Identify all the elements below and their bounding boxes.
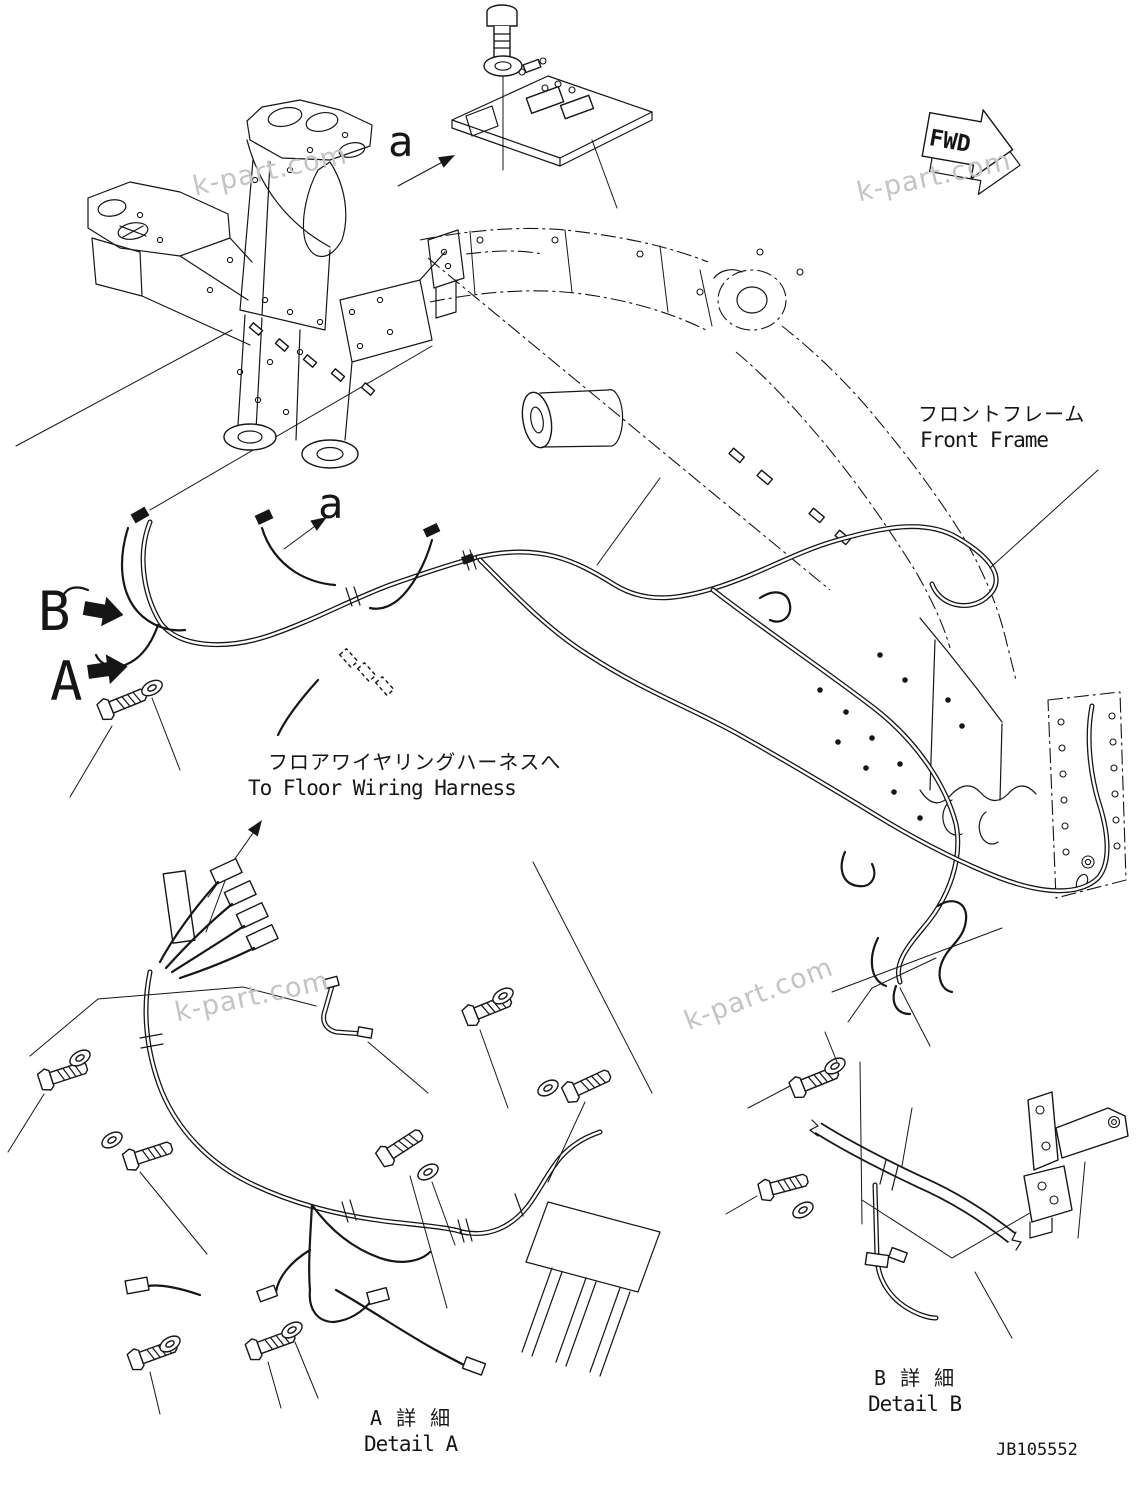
fwd-arrow-icon: FWD	[921, 109, 1021, 195]
front-frame-label-jp: フロントフレーム	[918, 402, 1086, 426]
arrow-b-pointer	[81, 593, 126, 630]
to-floor-harness-label-jp: フロアワイヤリングハーネスへ	[268, 750, 562, 774]
arrow-a-pointer	[85, 651, 130, 687]
section-label-a-top: a	[388, 117, 414, 166]
detail-a-label-en: Detail A	[364, 1432, 458, 1456]
frame-wiring-harness	[62, 469, 1110, 1023]
view-label-a: A	[50, 650, 83, 713]
rear-frame-structure	[15, 99, 446, 511]
front-frame-label-en: Front Frame	[920, 428, 1049, 452]
detail-b-label-jp: B 詳 細	[874, 1366, 956, 1390]
drawing-number: JB105552	[996, 1440, 1078, 1460]
view-label-b: B	[38, 580, 71, 643]
section-label-a-mid: a	[318, 479, 344, 528]
detail-a-label-jp: A 詳 細	[370, 1406, 452, 1430]
detail-b-label-en: Detail B	[868, 1392, 962, 1416]
detail-a-assembly	[7, 858, 931, 1415]
detail-b-assembly	[725, 1031, 1129, 1339]
mount-plate-assembly	[427, 4, 653, 319]
to-floor-harness-label-en: To Floor Wiring Harness	[248, 776, 517, 800]
